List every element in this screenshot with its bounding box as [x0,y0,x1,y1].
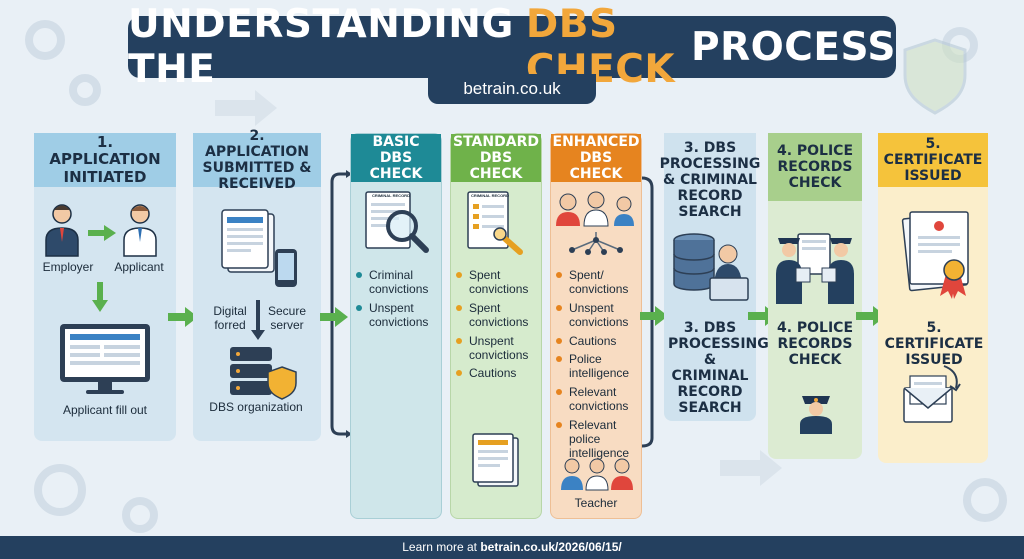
branch-connector [326,170,352,438]
digital-form-label: Digital forred [213,304,247,332]
footer-prefix: Learn more at [402,540,477,554]
standard-list: Spent convictions Spent convictions Unsp… [456,268,540,385]
basic-doc-label: CRIMINAL RECORD [372,193,410,198]
list-item: Relevant police intelligence [556,418,640,461]
step-title: 2. APPLICATION SUBMITTED & RECEIVED [193,128,321,192]
fill-out-label: Applicant fill out [62,403,148,417]
footer-link[interactable]: betrain.co.uk/2026/06/15/ [480,540,622,554]
list-item: Cautions [556,334,640,348]
enhanced-title: ENHANCED DBS CHECK [551,133,641,183]
arrow-icon [88,225,116,241]
applicant-icon [123,204,157,257]
police-icon [776,233,854,304]
basic-list: Criminal convictions Unspent convictions [356,268,440,334]
list-item: Spent convictions [456,301,540,330]
people-icon [556,191,634,255]
enhanced-list: Spent/ convictions Unspent convictions C… [556,268,640,465]
envelope-icon [903,365,961,423]
dbs-org-label: DBS organization [209,400,303,414]
list-item: Unspent convictions [356,301,440,330]
arrow-icon [320,307,348,327]
processing-title: 3. DBS PROCESSING & CRIMINAL RECORD SEAR… [660,133,760,227]
applicant-label: Applicant [114,260,164,274]
list-item: Cautions [456,366,540,380]
database-icon [673,233,749,301]
document-icon [467,191,523,255]
police-icon [800,396,832,434]
list-item: Criminal convictions [356,268,440,297]
certificate-title: 5. CERTIFICATE ISSUED [878,133,988,187]
list-item: Spent/ convictions [556,268,640,297]
document-icon [472,433,519,487]
police-title: 4. POLICE RECORDS CHECK [768,133,862,201]
arrow-icon [251,300,265,340]
list-item: Police intelligence [556,352,640,381]
arrow-icon [168,307,198,327]
processing-title-repeat: 3. DBS PROCESSING & CRIMINAL RECORD SEAR… [668,320,769,417]
magnifier-icon [365,191,429,253]
arrow-icon [92,282,108,312]
footer: Learn more at betrain.co.uk/2026/06/15/ [0,536,1024,559]
step-title: 1. APPLICATION INITIATED [34,133,176,187]
list-item: Relevant convictions [556,385,640,414]
people-icon [561,458,633,491]
monitor-icon [60,324,150,394]
standard-doc-label: CRIMINAL RECORD [471,193,509,198]
arrow-icon [640,306,668,326]
list-item: Spent convictions [456,268,540,297]
police-title-repeat: 4. POLICE RECORDS CHECK [776,320,854,369]
list-item: Unspent convictions [456,334,540,363]
server-icon [230,347,297,400]
basic-title: BASIC DBS CHECK [351,134,441,182]
employer-icon [45,204,79,257]
employer-label: Employer [42,260,94,274]
arrow-icon [215,90,782,486]
list-item: Unspent convictions [556,301,640,330]
certificate-icon [901,211,969,299]
site-tag: betrain.co.uk [428,74,596,104]
certificate-title-repeat: 5. CERTIFICATE ISSUED [884,320,984,369]
document-icon [221,209,275,273]
shield-icon [903,38,967,115]
phone-icon [275,249,297,287]
standard-title: STANDARD DBS CHECK [451,134,541,182]
secure-server-label: Secure server [267,304,307,332]
teacher-label: Teacher [574,496,618,510]
